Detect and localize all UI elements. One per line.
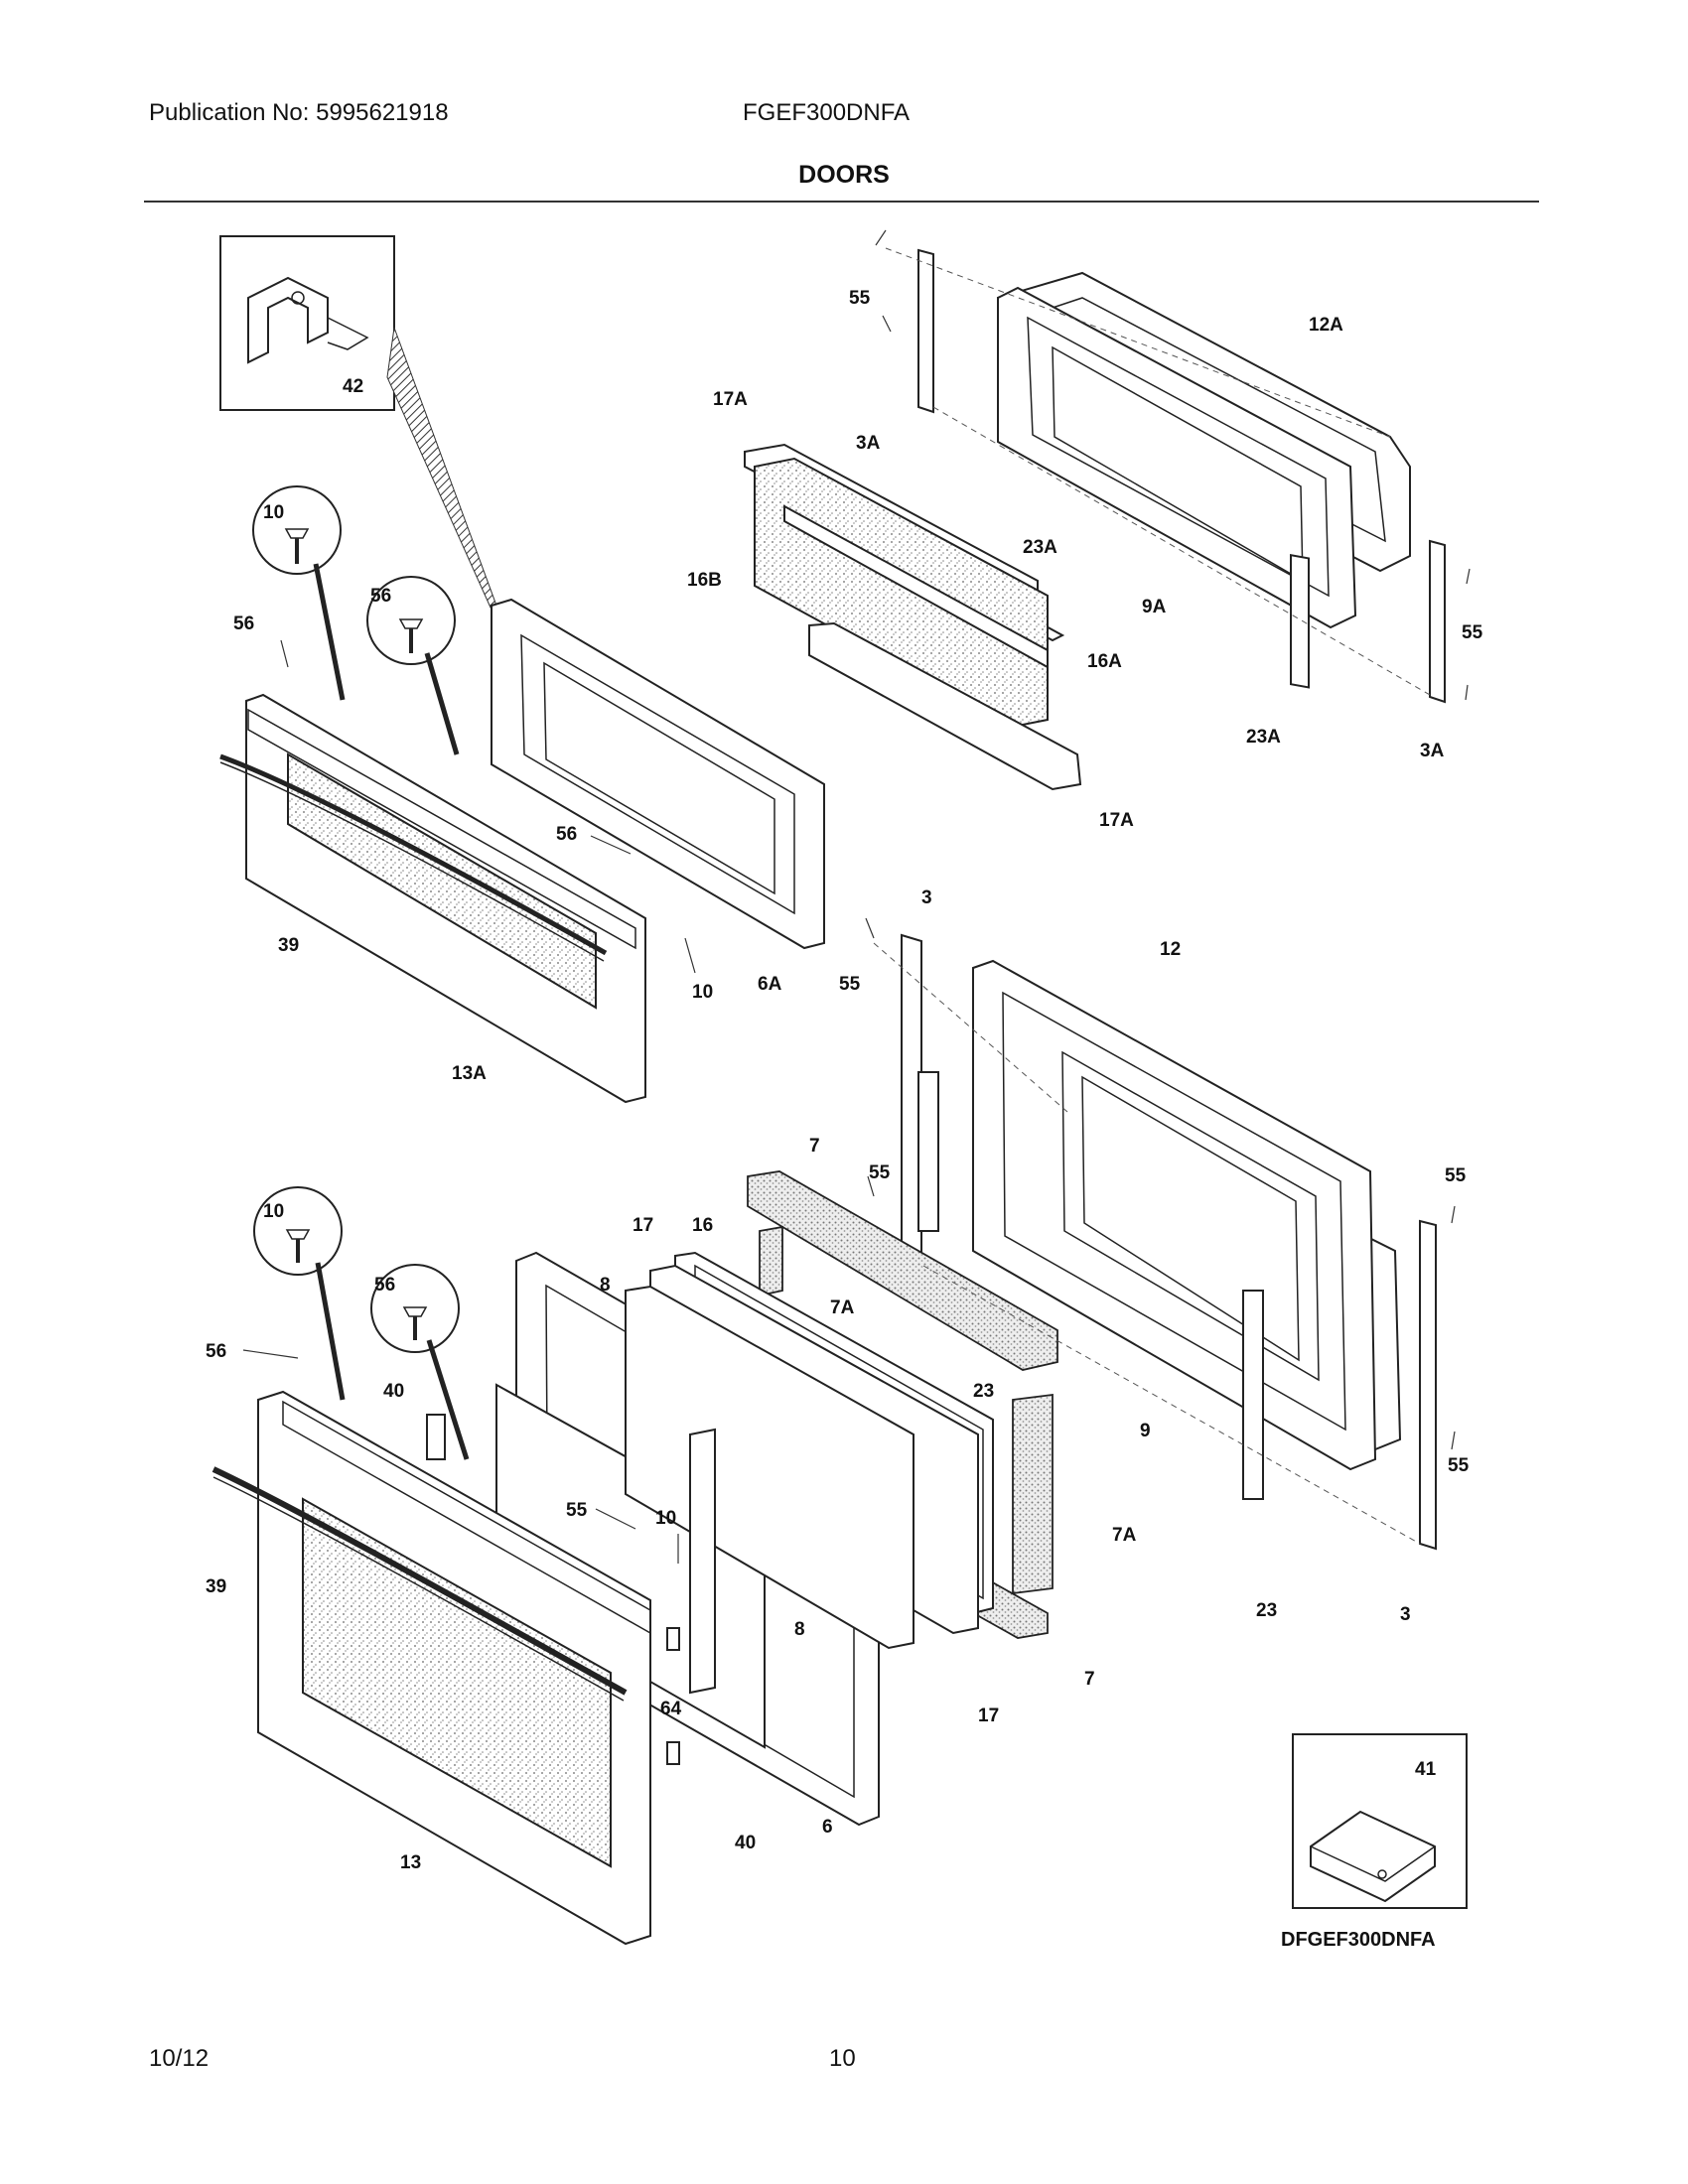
callout-39: 39 [278, 935, 299, 956]
callout-10: 10 [263, 502, 284, 523]
callout-55: 55 [869, 1162, 891, 1183]
callout-55: 55 [566, 1500, 588, 1521]
callout-55: 55 [1445, 1165, 1467, 1186]
callout-17: 17 [633, 1215, 653, 1236]
callout-3: 3 [921, 887, 932, 908]
callout-23: 23 [1256, 1600, 1277, 1621]
callout-13: 13 [400, 1852, 421, 1873]
callout-7: 7 [809, 1136, 820, 1157]
callout-10: 10 [263, 1201, 284, 1222]
middle-door-assembly [219, 485, 825, 1104]
callout-56: 56 [233, 614, 254, 634]
callout-7: 7 [1084, 1669, 1095, 1690]
callout-labels: 55 12A 17A 3A 23A 16B 9A 16A 55 23A 3A 1… [206, 288, 1483, 1873]
callout-6: 6 [822, 1817, 833, 1838]
callout-55: 55 [849, 288, 871, 309]
callout-16B: 16B [687, 570, 722, 591]
callout-12A: 12A [1309, 315, 1343, 336]
callout-17A: 17A [1099, 810, 1134, 831]
page-title: DOORS [798, 161, 890, 189]
callout-39: 39 [206, 1576, 226, 1597]
oven-door-front-assembly [211, 1186, 914, 1946]
callout-17: 17 [978, 1706, 999, 1726]
header-divider [144, 201, 1539, 203]
model-number: FGEF300DNFA [743, 99, 911, 126]
callout-13A: 13A [452, 1063, 487, 1084]
callout-23: 23 [973, 1381, 994, 1402]
callout-3A: 3A [1420, 741, 1445, 761]
callout-56: 56 [206, 1341, 226, 1362]
callout-3: 3 [1400, 1604, 1411, 1625]
footer-page-number: 10 [829, 2045, 856, 2072]
callout-8: 8 [794, 1619, 805, 1640]
callout-64: 64 [660, 1699, 682, 1719]
callout-23A: 23A [1023, 537, 1057, 558]
callout-17A: 17A [713, 389, 748, 410]
detail-box-41: 41 [1292, 1733, 1468, 1909]
callout-16A: 16A [1087, 651, 1122, 672]
callout-56: 56 [374, 1275, 395, 1296]
diagram-reference: DFGEF300DNFA [1281, 1929, 1436, 1951]
callout-3A: 3A [856, 433, 881, 454]
upper-door-assembly [744, 229, 1471, 791]
callout-12: 12 [1160, 939, 1181, 960]
svg-text:41: 41 [1415, 1759, 1437, 1780]
callout-55: 55 [1448, 1455, 1470, 1476]
callout-16: 16 [692, 1215, 713, 1236]
callout-56: 56 [370, 586, 391, 607]
callout-56: 56 [556, 824, 577, 845]
callout-40: 40 [735, 1833, 756, 1853]
callout-40: 40 [383, 1381, 404, 1402]
callout-8: 8 [600, 1275, 611, 1296]
callout-9: 9 [1140, 1421, 1151, 1441]
callout-55: 55 [839, 974, 861, 995]
footer-date: 10/12 [149, 2045, 210, 2072]
callout-10: 10 [655, 1508, 676, 1529]
callout-9A: 9A [1142, 597, 1167, 617]
callout-7A: 7A [1112, 1525, 1137, 1546]
publication-number: Publication No: 5995621918 [149, 99, 449, 126]
callout-6A: 6A [758, 974, 782, 995]
svg-text:42: 42 [343, 376, 363, 397]
callout-55: 55 [1462, 622, 1483, 643]
callout-23A: 23A [1246, 727, 1281, 748]
detail-box-42: 42 [219, 235, 497, 609]
callout-7A: 7A [830, 1297, 855, 1318]
callout-10: 10 [692, 982, 713, 1003]
